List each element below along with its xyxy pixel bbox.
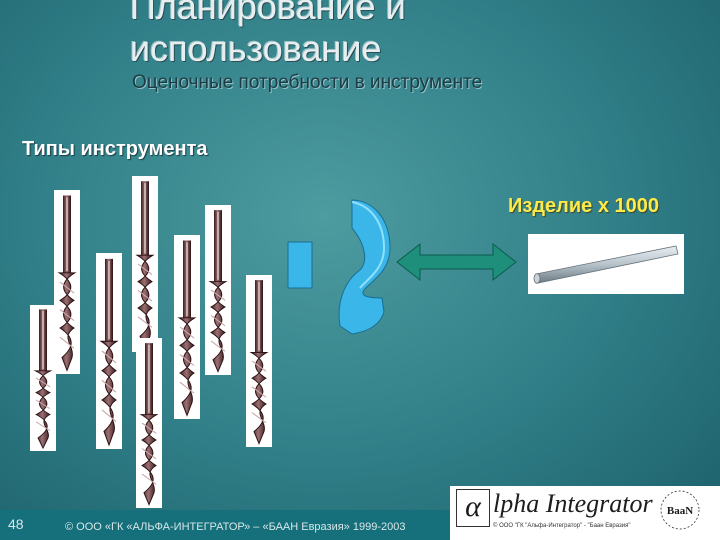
logo-text: lpha Integrator: [493, 489, 653, 518]
drill-bit-icon: [131, 175, 159, 353]
baan-logo-icon: BaaN: [650, 488, 710, 533]
double-arrow-icon: [396, 242, 517, 282]
product-label: Изделие х 1000: [508, 195, 659, 217]
product-image: [528, 234, 684, 294]
title-line-1: Планирование и: [130, 0, 406, 27]
drill-bit-icon: [204, 204, 232, 376]
drill-bit-icon: [135, 337, 163, 509]
drill-bit-icon: [53, 189, 81, 375]
question-mark-icon: [287, 199, 391, 335]
drill-bit-icon: [173, 234, 201, 420]
drill-bit-icon: [95, 252, 123, 450]
alpha-integrator-logo: [450, 486, 720, 540]
section-label-tool-types: Типы инструмента: [22, 138, 208, 160]
page-number: 48: [8, 516, 24, 532]
alpha-logo-icon: α: [456, 489, 490, 527]
drill-bit-icon: [29, 304, 57, 452]
slide-subtitle: Оценочные потребности в инструменте: [132, 72, 483, 93]
title-line-2: использование: [130, 28, 382, 69]
copyright-text: © ООО «ГК «АЛЬФА-ИНТЕГРАТОР» – «БААН Евр…: [65, 521, 406, 533]
slide-title: Планирование и использование: [130, 0, 406, 70]
rod-icon: [533, 245, 679, 284]
drill-bit-icon: [245, 274, 273, 448]
logo-subtext: © ООО "ГК "Альфа-Интегратор" - "Баан Евр…: [493, 523, 631, 529]
baan-text: BaaN: [667, 505, 693, 517]
